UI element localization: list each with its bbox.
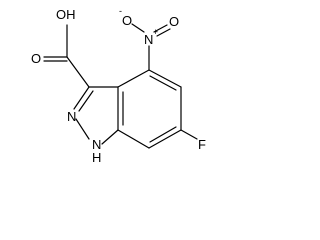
bond-c3a-c4 [117, 69, 150, 88]
bond-c6-c7 [148, 129, 182, 149]
nitro-o-charge: - [119, 6, 122, 16]
bond-c3-n2-a [73, 86, 90, 110]
nh-n-label: N [92, 137, 101, 152]
nitro-o-single-label: O [122, 13, 132, 28]
nitro-o-double-label: O [169, 14, 179, 29]
bond-n2-n1 [75, 118, 90, 140]
bond-c4-c5-inner [149, 75, 177, 91]
nh-h-label: H [92, 150, 101, 165]
bond-nitro-o-double-a [153, 24, 168, 33]
nitro-n-charge: + [153, 27, 158, 37]
ring-n-label: N [67, 109, 76, 124]
nitro-n-label: N [144, 32, 153, 47]
fluorine-label: F [198, 137, 206, 152]
bond-c3-cooh [66, 56, 90, 88]
bond-nitro-o-single [131, 23, 145, 33]
bond-c3-n2-b [78, 90, 94, 112]
bond-c7-c7a [117, 129, 150, 149]
bond-nitro-o-double-b [156, 28, 171, 37]
structure-diagram: OH O - O N + O N N H F [0, 0, 216, 167]
carbonyl-o-label: O [31, 51, 41, 66]
oh-label: OH [56, 7, 76, 22]
bond-c6-f [180, 129, 198, 140]
bond-n1-c7a [101, 129, 119, 145]
molecule-drawing: OH O - O N + O N N H F [31, 6, 206, 165]
bond-c4-c5 [148, 69, 182, 88]
bond-c6-c7-inner [149, 126, 177, 143]
